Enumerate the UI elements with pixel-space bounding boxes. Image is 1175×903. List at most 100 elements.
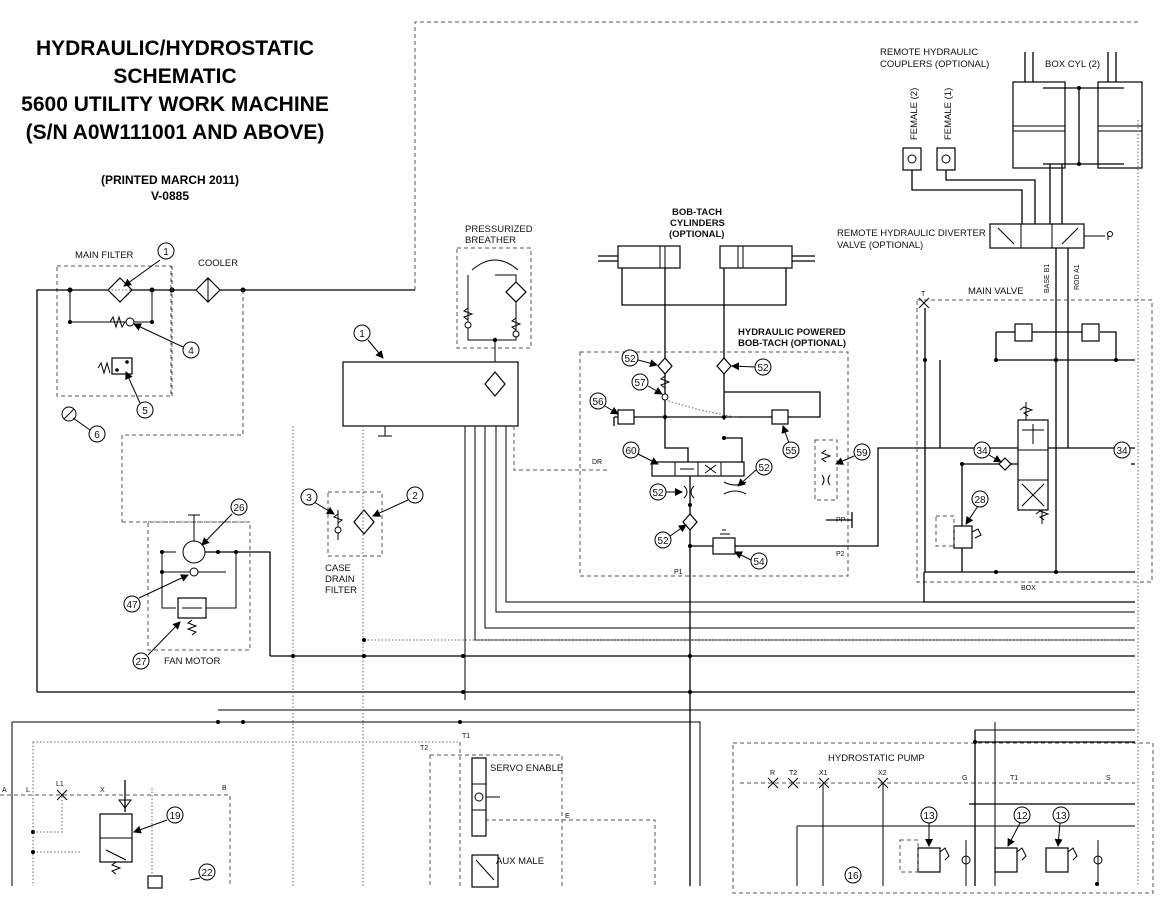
base-b1-label: BASE B1 [1044,264,1051,293]
callout-7-text: 6 [94,430,100,441]
callout-54: 52 [737,458,773,487]
callout-22: 22 [189,863,216,881]
title-border [414,21,1140,290]
callout-19-text: 19 [169,811,181,822]
breather-label-2: BREATHER [465,235,516,246]
callout-52-b: 52 [731,358,772,376]
port-r-label: R [770,770,775,777]
return-lines [11,426,1135,886]
callout-54-text: 52 [758,463,770,474]
callout-22-text: 22 [201,868,213,879]
callout-56: 55 [781,425,800,459]
port-l1-label: L1 [56,781,64,788]
case-drain-label-2: DRAIN [325,574,355,585]
case-drain-filter: CASE DRAIN FILTER [325,491,383,596]
callout-28: 28 [965,490,989,525]
fan-motor-group: FAN MOTOR [122,514,271,667]
callout-1-text: 1 [359,329,365,340]
callout-59: 59 [835,443,871,465]
callout-53: 52 [649,483,683,501]
callout-34-a-text: 34 [976,446,988,457]
callout-3-text: 3 [306,493,312,504]
remote-couplers-label-1: REMOTE HYDRAULIC [880,47,978,58]
title-line-2: SCHEMATIC [113,65,237,88]
callout-12: 12 [1007,806,1031,847]
callout-2: 2 [372,486,424,517]
title-line-4: (S/N A0W111001 AND ABOVE) [25,121,325,144]
callout-55-text: 54 [753,557,765,568]
main-valve-label: MAIN VALVE [968,286,1024,297]
port-g-label: G [962,775,967,782]
case-drain-label-3: FILTER [325,585,357,596]
callout-13-a-text: 13 [923,811,935,822]
main-filter-label: MAIN FILTER [75,250,134,261]
hyd-bobtach-label-1: HYDRAULIC POWERED [738,327,846,338]
callout-27-text: 27 [135,657,147,668]
callout-5-text: 4 [188,346,194,357]
callout-53-text: 52 [652,488,664,499]
hydraulic-bobtach: HYDRAULIC POWERED BOB-TACH (OPTIONAL) DR [513,327,1135,580]
document-number: V-0885 [150,189,190,203]
reservoir-tank [342,361,519,437]
box-label: BOX [1021,585,1036,592]
port-a-label: A [2,787,7,794]
callout-6: 5 [125,371,154,419]
callout-26-text: 26 [233,503,245,514]
print-info: (PRINTED MARCH 2011) V-0885 [70,172,270,204]
callout-3: 3 [300,488,335,515]
port-b-label: B [222,785,227,792]
port-t2-label-b: T2 [789,770,797,777]
callout-52-b-text: 52 [757,363,769,374]
case-drain-label-1: CASE [325,563,351,574]
callout-13-a: 13 [920,806,938,847]
breather-label-1: PRESSURIZED [465,224,533,235]
callout-34-b-text: 34 [1116,446,1128,457]
callout-12-text: 12 [1016,811,1028,822]
callout-57: 56 [589,392,619,415]
hydrostatic-pump: HYDROSTATIC PUMP R T2 X1 X2 G T1 S [732,722,1154,894]
port-t2-label-a: T2 [420,745,428,752]
port-s-label: S [1106,775,1111,782]
callout-1: 1 [353,324,384,359]
port-e-label: E [565,813,570,820]
bobtach-cylinders: BOB-TACH CYLINDERS (OPTIONAL) [598,207,815,420]
callout-47-text: 47 [126,600,138,611]
port-x-label: X [100,787,105,794]
callout-4: 1 [123,242,175,287]
port-dr-label: DR [592,459,602,466]
servo-enable-label: SERVO ENABLE [490,763,563,774]
bobtach-cyl-label-1: BOB-TACH [672,207,722,218]
callout-57-text: 56 [592,397,604,408]
title-line-1: HYDRAULIC/HYDROSTATIC [35,37,315,60]
callout-16: 16 [844,866,862,884]
diverter-label-1: REMOTE HYDRAULIC DIVERTER [837,228,986,239]
callout-58: 57 [631,373,663,395]
callout-26: 26 [201,498,248,546]
port-t1-label-b: T1 [1010,775,1018,782]
callout-19: 19 [133,806,184,834]
main-valve: MAIN VALVE T BOX [916,286,1153,592]
callout-4-text: 1 [163,247,169,258]
remote-couplers: REMOTE HYDRAULIC COUPLERS (OPTIONAL) BOX… [837,47,1143,340]
callout-52-c: 52 [654,524,687,549]
servo-enable-group: T2 T1 E SERVO ENABLE AUX MALE [420,733,656,888]
callout-47: 47 [123,574,189,613]
port-t-label: T [921,291,926,298]
bobtach-cyl-label-3: (OPTIONAL) [669,229,724,240]
callout-52-a: 52 [621,349,658,368]
callout-27: 27 [132,621,181,670]
callout-60-text: 60 [625,446,637,457]
box-cyl-label: BOX CYL (2) [1045,59,1100,70]
callout-7: 6 [72,417,106,443]
title-line-3: 5600 UTILITY WORK MACHINE [21,93,329,116]
pressurized-breather: PRESSURIZED BREATHER [456,224,533,362]
cooler-label: COOLER [198,258,238,269]
callout-28-text: 28 [974,495,986,506]
port-l-label: L [26,787,30,794]
callout-60: 60 [622,441,659,465]
callout-56-text: 55 [785,446,797,457]
port-x1-label: X1 [819,770,828,777]
callout-52-c-text: 52 [657,536,669,547]
callout-58-text: 57 [634,378,646,389]
